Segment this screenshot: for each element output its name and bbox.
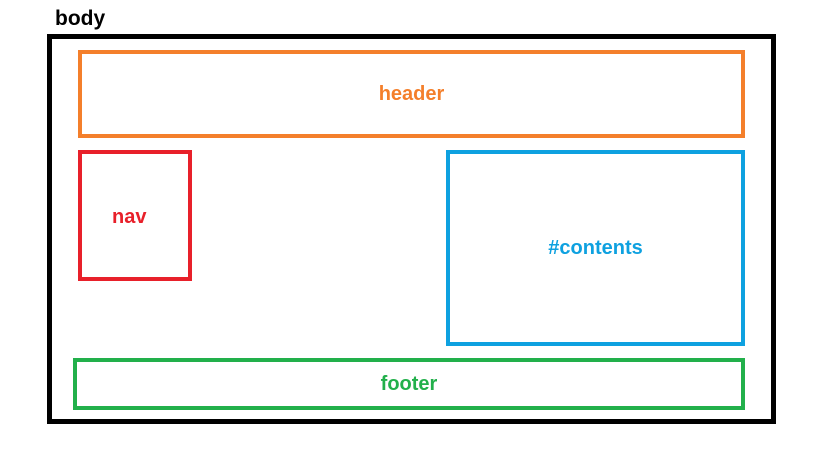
header-box: header — [78, 50, 745, 138]
contents-label: #contents — [548, 237, 643, 259]
footer-box: footer — [73, 358, 745, 410]
body-label: body — [55, 7, 106, 30]
contents-box: #contents — [446, 150, 745, 346]
header-label: header — [378, 83, 445, 105]
nav-box: nav — [78, 150, 192, 281]
nav-label: nav — [112, 206, 147, 228]
footer-label: footer — [380, 373, 438, 395]
body-box — [47, 34, 776, 424]
